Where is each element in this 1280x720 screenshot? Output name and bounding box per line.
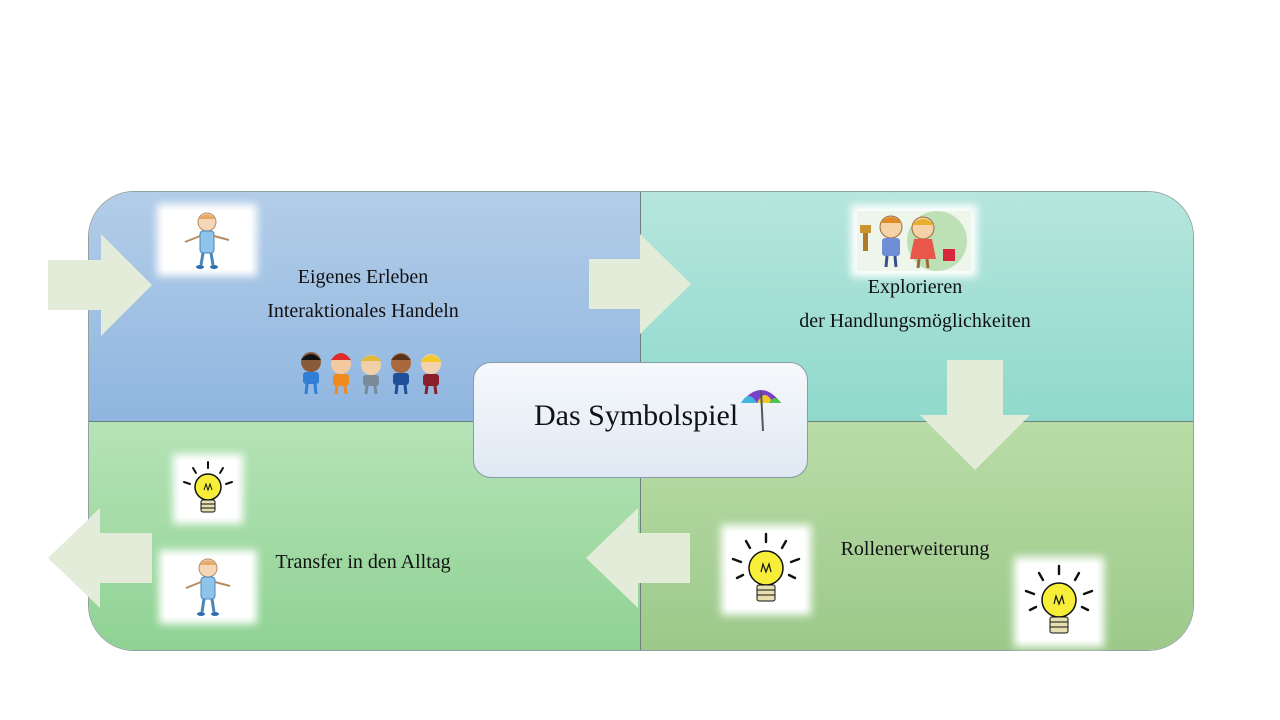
label-handlungsmoeglichkeiten: der Handlungsmöglichkeiten	[799, 310, 1031, 332]
arrow-left-icon	[586, 508, 690, 608]
boy-icon	[163, 210, 251, 270]
lightbulb-icon	[727, 531, 805, 609]
arrow-right-icon	[589, 234, 691, 334]
label-interaktionales-handeln: Interaktionales Handeln	[267, 300, 459, 322]
lightbulb-icon	[1020, 563, 1098, 641]
boy-icon	[165, 556, 251, 618]
children-group-icon	[301, 352, 442, 395]
label-eigenes-erleben: Eigenes Erleben	[297, 266, 429, 288]
arrow-left-icon	[48, 508, 152, 608]
label-transfer: Transfer in den Alltag	[275, 551, 451, 573]
arrow-down-icon	[920, 360, 1030, 470]
playing-children-icon	[857, 211, 971, 271]
arrow-right-icon	[48, 234, 152, 336]
umbrella-icon	[741, 390, 781, 432]
center-title: Das Symbolspiel	[534, 399, 739, 432]
label-rollenerweiterung: Rollenerweiterung	[840, 538, 990, 560]
lightbulb-icon	[179, 460, 237, 518]
center-box: Das Symbolspiel	[473, 362, 808, 478]
label-explorieren: Explorieren	[867, 276, 963, 298]
